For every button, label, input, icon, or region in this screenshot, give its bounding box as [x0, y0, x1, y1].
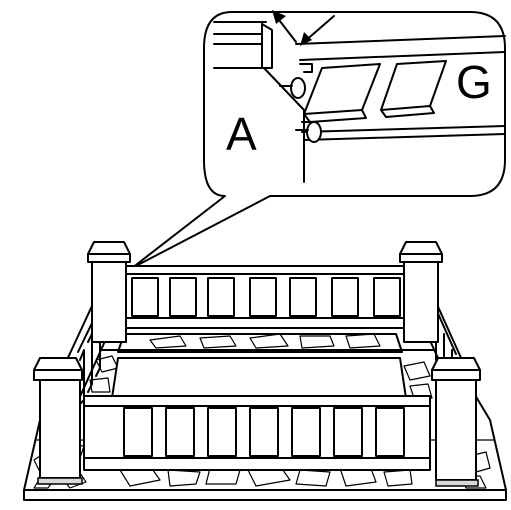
planter-box	[23, 241, 507, 501]
back-panel	[119, 265, 417, 329]
back-left-post	[87, 241, 131, 343]
rail-g	[295, 35, 506, 141]
detail-callout: A G	[131, 10, 506, 269]
soil-bed	[111, 357, 407, 399]
front-left-post	[33, 357, 83, 485]
back-right-post	[399, 241, 443, 343]
front-panel	[83, 395, 431, 471]
post-a	[213, 21, 322, 183]
front-right-post	[431, 357, 481, 487]
gap-arrows	[272, 10, 335, 46]
label-a: A	[226, 108, 257, 160]
label-g: G	[456, 56, 492, 108]
